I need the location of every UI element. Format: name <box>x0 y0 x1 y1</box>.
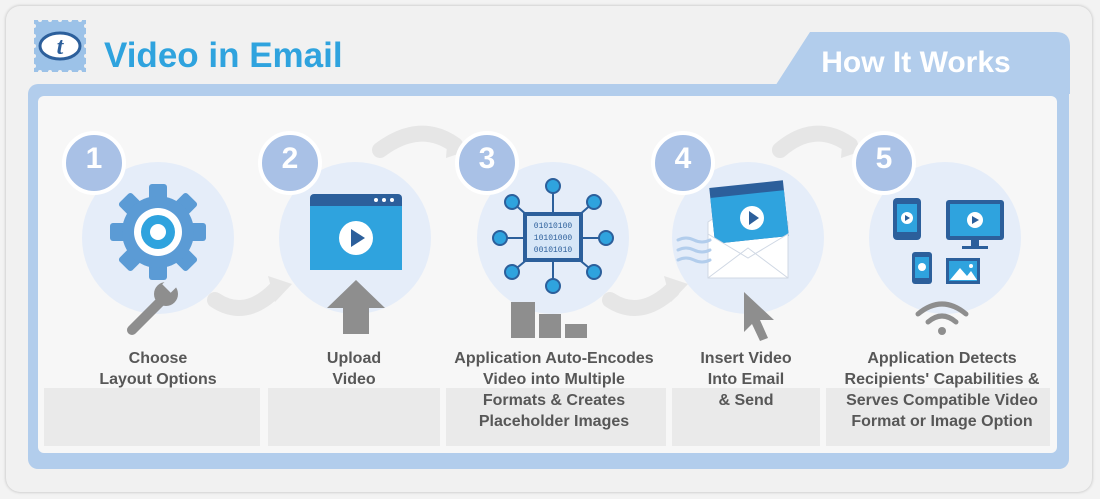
step-1-label: Choose Layout Options <box>99 350 217 388</box>
number-badges <box>62 131 916 195</box>
image-placeholder-icon <box>946 258 980 284</box>
bar-graph-icon <box>511 302 587 338</box>
binary-line-2: 10101000 <box>534 234 573 243</box>
step-1-number: 1 <box>85 142 103 175</box>
step-3-number: 3 <box>478 142 496 175</box>
step-2-label: Upload Video <box>326 350 382 388</box>
phone-icon <box>912 252 932 284</box>
cursor-icon <box>744 292 774 341</box>
step-3-label: Application Auto-Encodes Video into Mult… <box>454 350 654 430</box>
step-4-label: Insert Video Into Email & Send <box>700 350 792 409</box>
page-title: Video in Email <box>104 36 343 75</box>
wifi-icon <box>915 301 969 335</box>
step-5-label: Application Detects Recipients' Capabili… <box>844 350 1040 430</box>
video-window-icon <box>310 194 402 270</box>
logo-letter: t <box>57 34 65 60</box>
tablet-icon <box>893 198 921 240</box>
encoder-network-icon: 01010100 10101000 00101010 <box>492 178 614 294</box>
upload-arrow-icon <box>327 280 385 334</box>
step-4-number: 4 <box>674 142 692 175</box>
logo-stamp-icon: t <box>32 18 88 74</box>
arrow-head-1-icon <box>268 276 292 302</box>
step-2-number: 2 <box>281 142 299 175</box>
envelope-icon <box>707 180 789 279</box>
step-5-number: 5 <box>875 142 893 175</box>
tab-shape <box>770 32 1070 94</box>
monitor-icon <box>946 200 1004 249</box>
binary-line-1: 01010100 <box>534 222 573 231</box>
motion-lines-icon <box>676 236 712 264</box>
binary-line-3: 00101010 <box>534 246 573 255</box>
column-bands <box>44 388 1050 446</box>
gear-icon <box>110 184 206 280</box>
how-it-works-label: How It Works <box>821 46 1011 79</box>
arrow-head-3-icon <box>664 276 688 302</box>
wrench-icon <box>127 277 178 335</box>
